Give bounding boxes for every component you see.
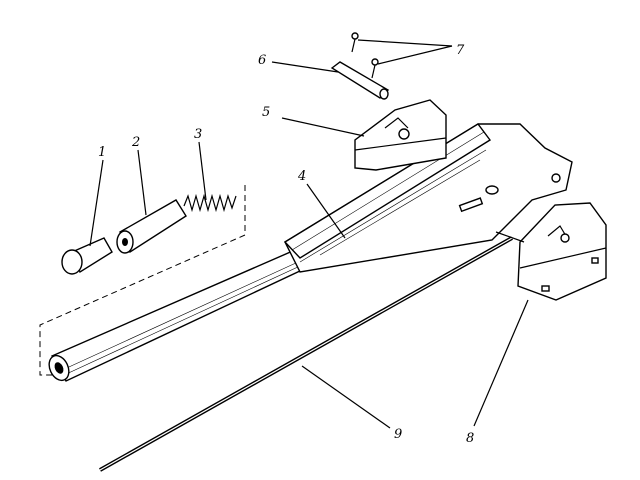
label-8: 8 [466, 431, 474, 446]
label-2: 2 [131, 135, 140, 150]
bracket-part-8 [495, 202, 607, 301]
plug-part-1 [61, 237, 113, 275]
pin-part-6 [330, 61, 390, 100]
label-9: 9 [394, 427, 402, 442]
cotter-pins-part-7 [351, 32, 379, 79]
rod-part-9 [99, 236, 513, 472]
leader-lines [89, 39, 529, 429]
spring-part-3 [183, 193, 237, 213]
bracket-part-5 [354, 99, 447, 171]
label-4: 4 [297, 169, 306, 184]
label-7: 7 [456, 43, 465, 58]
label-5: 5 [262, 105, 270, 120]
label-1: 1 [98, 145, 106, 160]
assembly-guide-line [39, 185, 246, 376]
label-3: 3 [194, 127, 202, 142]
label-6: 6 [258, 53, 266, 68]
sleeve-part-2 [116, 199, 187, 254]
